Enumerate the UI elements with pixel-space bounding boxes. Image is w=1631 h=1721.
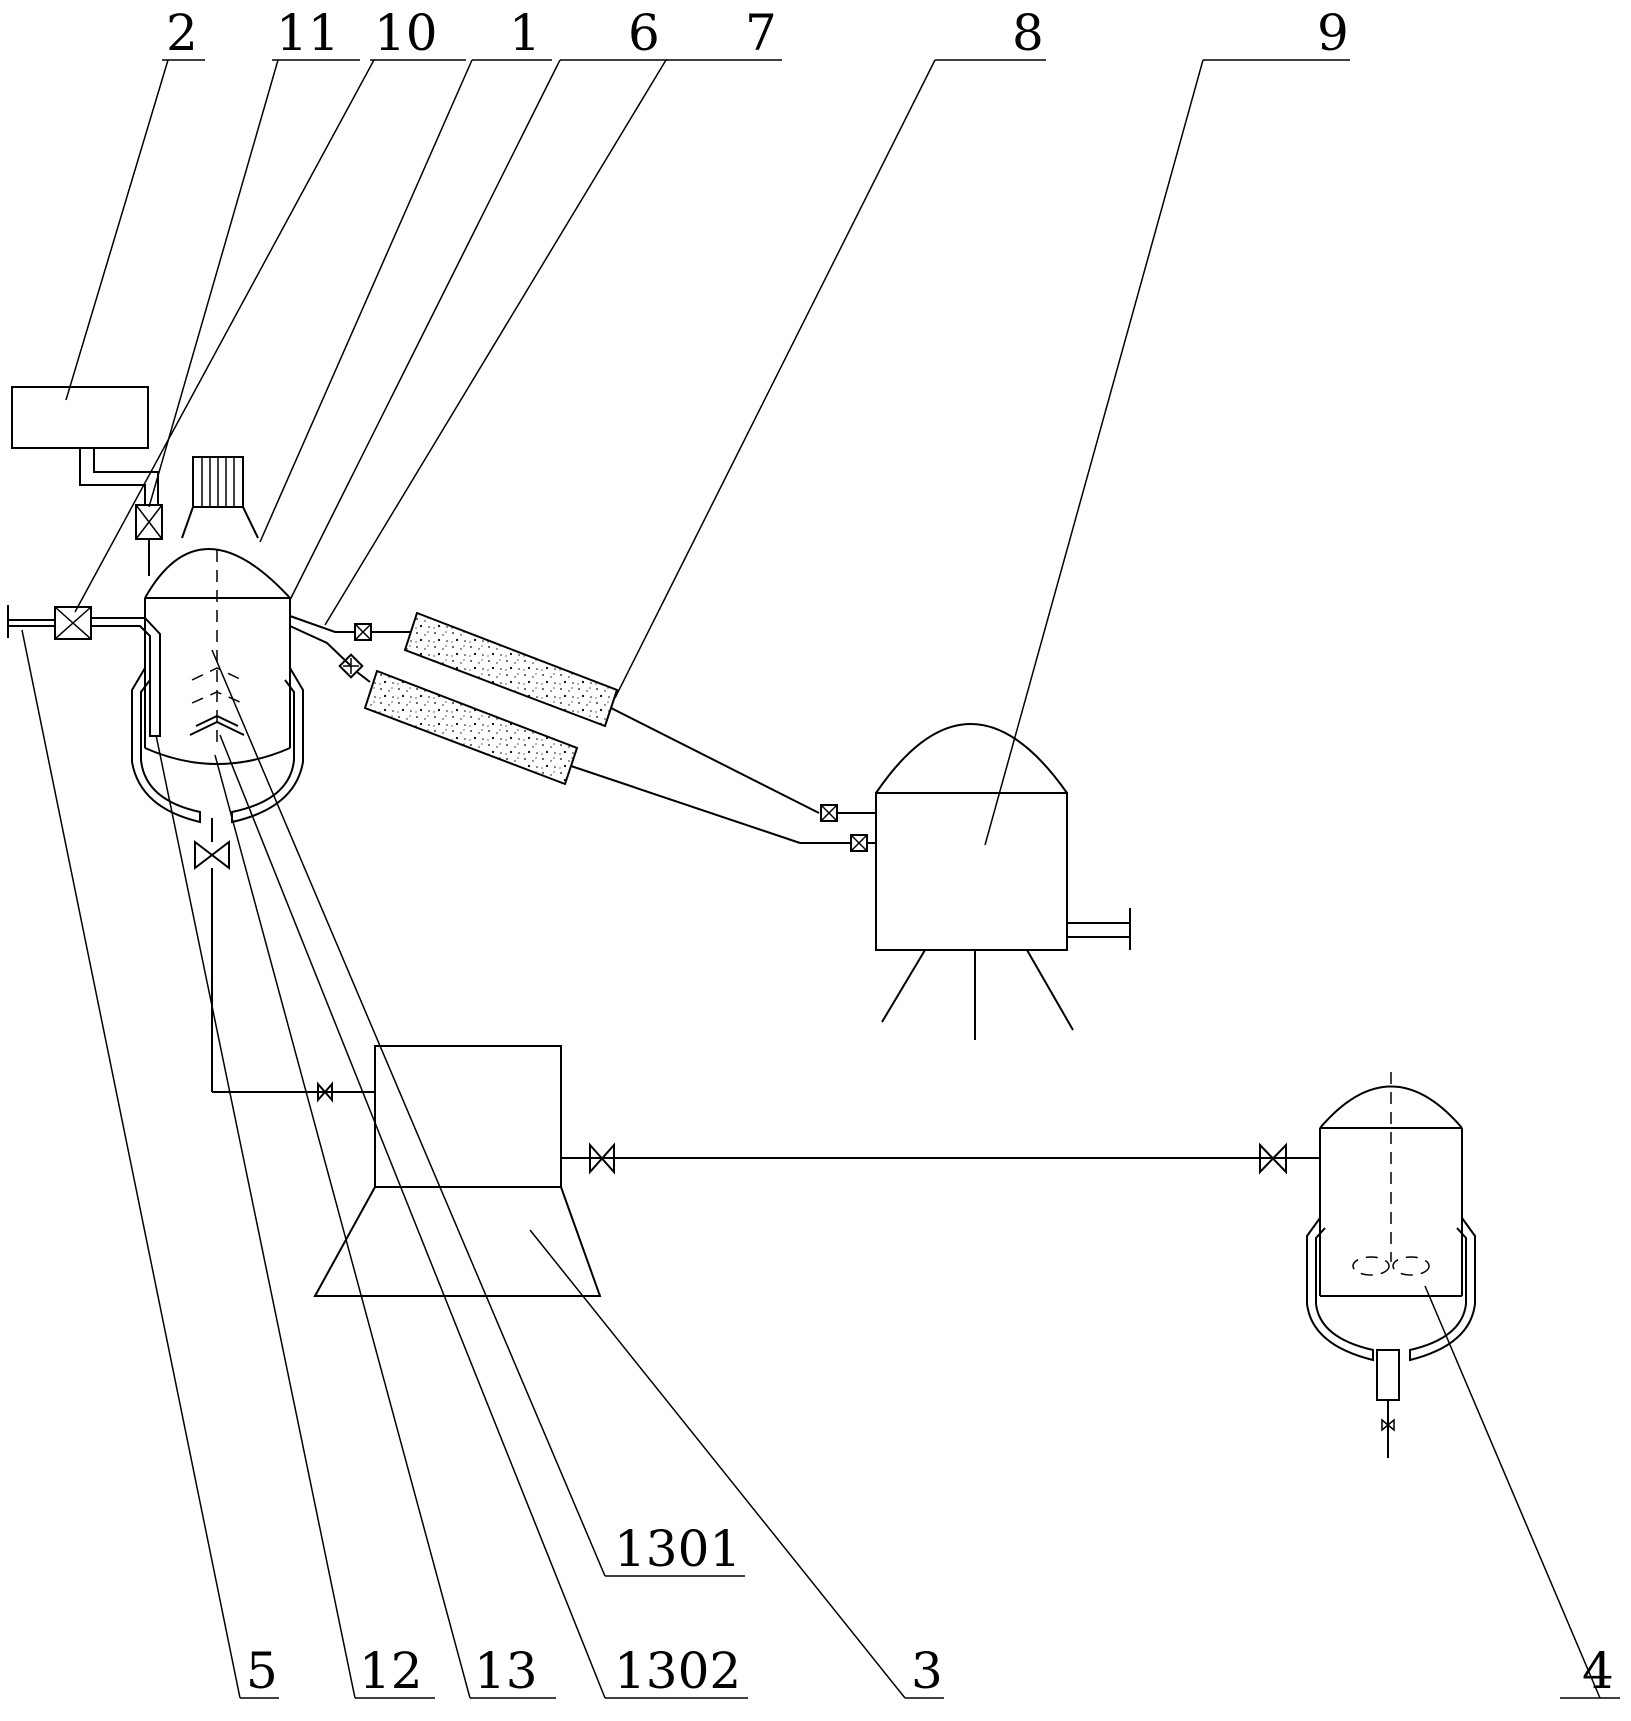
label-7: 7	[666, 4, 782, 62]
label-13: 13	[470, 1642, 556, 1700]
svg-text:12: 12	[359, 1642, 423, 1700]
svg-text:2: 2	[166, 4, 198, 62]
svg-text:3: 3	[911, 1642, 943, 1700]
svg-text:9: 9	[1317, 4, 1349, 62]
svg-text:13: 13	[474, 1642, 538, 1700]
svg-text:1302: 1302	[614, 1642, 741, 1700]
svg-text:1301: 1301	[614, 1520, 741, 1578]
svg-text:11: 11	[276, 4, 340, 62]
label-4: 4	[1560, 1642, 1620, 1700]
svg-text:1: 1	[509, 4, 541, 62]
label-12: 12	[355, 1642, 435, 1700]
valve-upper-small	[354, 623, 412, 641]
label-8: 8	[935, 4, 1046, 62]
reactor-1	[90, 456, 304, 824]
inlet-pipe-5	[7, 605, 55, 638]
label-6: 6	[560, 4, 668, 62]
outlet-pipe-6	[289, 615, 355, 666]
valve-11	[54, 606, 92, 640]
filter-column-8a	[403, 611, 619, 728]
label-1301: 1301	[605, 1520, 745, 1578]
label-1: 1	[472, 4, 552, 62]
label-1302: 1302	[605, 1642, 748, 1700]
label-11: 11	[272, 4, 360, 62]
label-10: 10	[370, 4, 466, 62]
filter-to-tank-pipes	[570, 707, 876, 852]
reactor-bottom-outlet	[194, 818, 375, 1103]
storage-tank-4	[1306, 1072, 1476, 1458]
label-2: 2	[162, 4, 205, 62]
svg-text:7: 7	[745, 4, 777, 62]
label-9: 9	[1203, 4, 1350, 62]
control-box-2	[11, 386, 159, 505]
svg-text:6: 6	[628, 4, 660, 62]
svg-text:4: 4	[1582, 1642, 1614, 1700]
svg-text:5: 5	[246, 1642, 278, 1700]
valve-7	[338, 653, 371, 683]
svg-text:8: 8	[1012, 4, 1044, 62]
label-5: 5	[240, 1642, 279, 1700]
svg-text:10: 10	[374, 4, 438, 62]
leader-lines	[21, 59, 1601, 1699]
dryer-3	[313, 1045, 1320, 1297]
valve-10	[135, 504, 163, 576]
receiving-tank-9	[875, 723, 1131, 1040]
label-3: 3	[905, 1642, 944, 1700]
filter-column-8b	[363, 669, 579, 786]
